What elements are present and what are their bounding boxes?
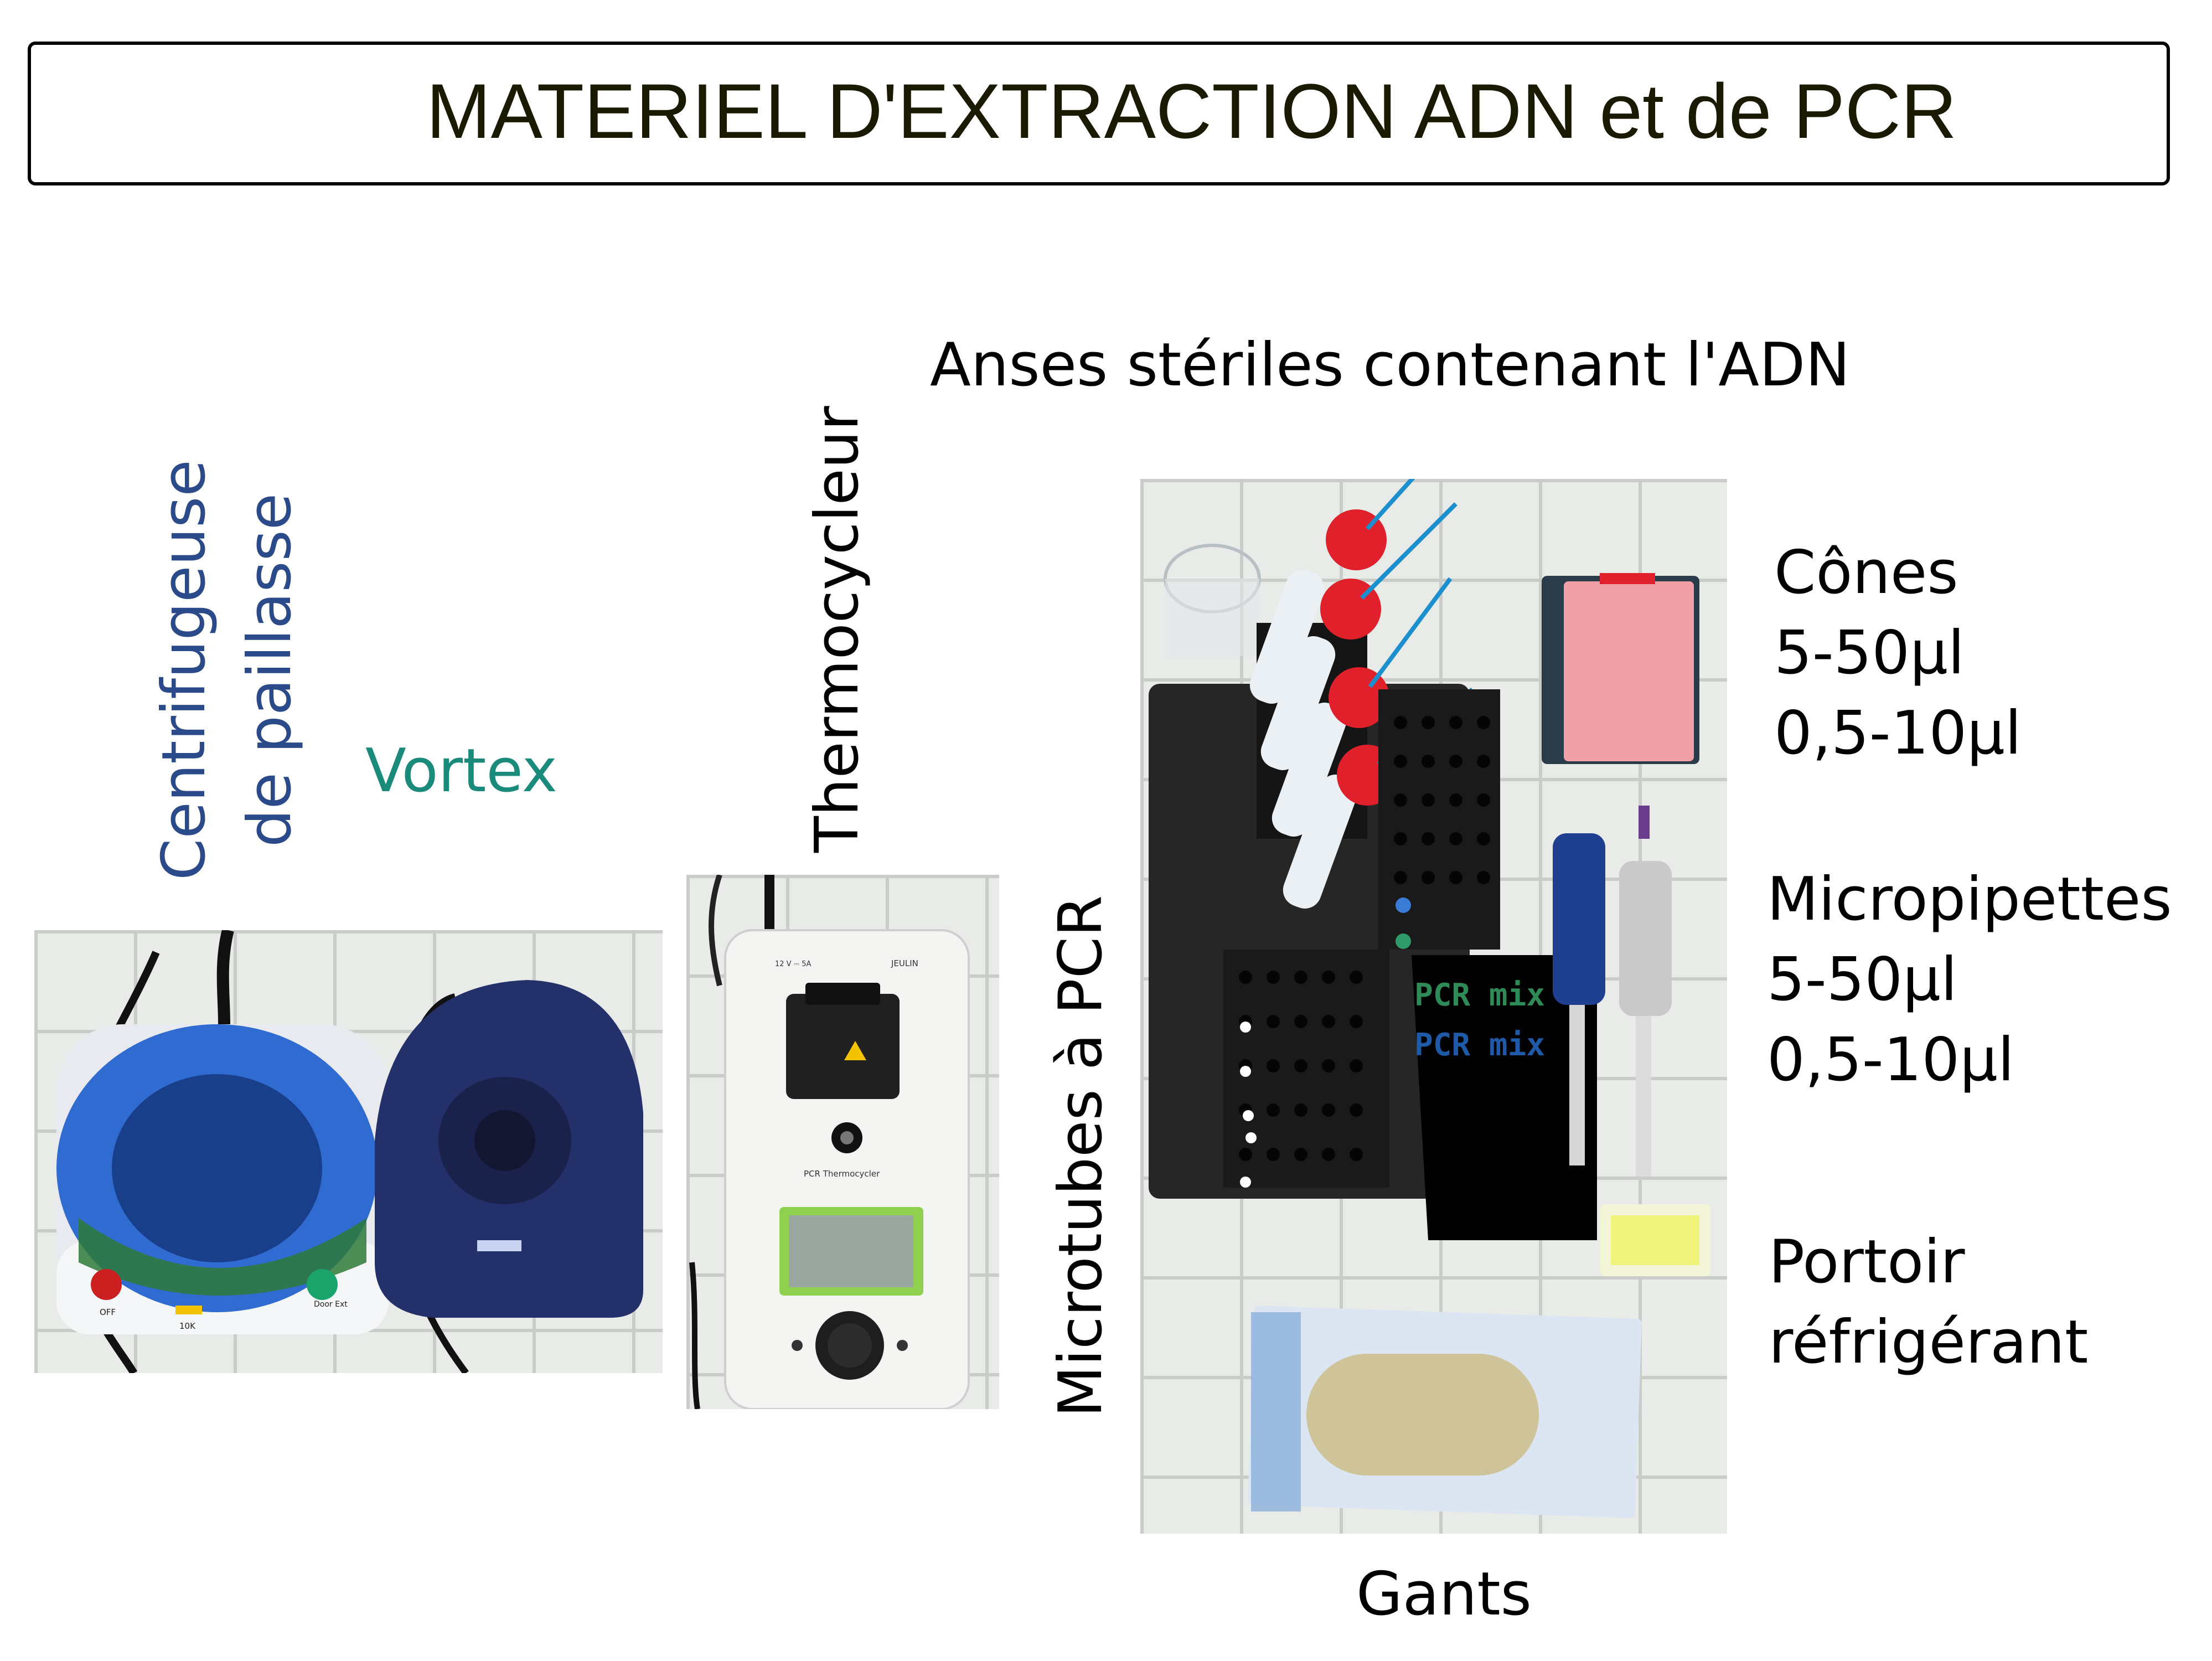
tips-range-1: 5-50µl	[1774, 618, 1965, 688]
vortex-label: Vortex	[365, 736, 557, 806]
off-button-icon	[91, 1269, 122, 1300]
tips-range-2: 0,5-10µl	[1774, 699, 2022, 768]
thermocycler-photo: 12 V ⎓ 5A JEULIN PCR Thermocycler	[686, 875, 999, 1409]
page-title: MATERIEL D'EXTRACTION ADN et de PCR	[426, 68, 1957, 154]
centrifuge-label-line2: de paillasse	[235, 493, 304, 847]
thermocycler-illustration: 12 V ⎓ 5A JEULIN PCR Thermocycler	[689, 875, 970, 1409]
centrifuge-vortex-illustration: OFF 10K Door Ext	[56, 930, 643, 1373]
thermocycler-label: Thermocycleur	[803, 406, 872, 853]
pipettes-range-1: 5-50µl	[1767, 945, 1957, 1014]
power-text: 12 V ⎓ 5A	[775, 960, 811, 968]
pcr-microtubes	[1240, 897, 1411, 1188]
loops-label: Anses stériles contenant l'ADN	[930, 331, 1851, 400]
tips-title: Cônes	[1774, 538, 1958, 607]
model-text: PCR Thermocycler	[804, 1169, 880, 1179]
pipettes-title: Micropipettes	[1767, 865, 2172, 934]
micropipettes	[1553, 806, 1672, 1177]
centrifuge-label-line1: Centrifugeuse	[149, 460, 219, 880]
brand-text: JEULIN	[891, 958, 918, 968]
off-button-text: OFF	[100, 1307, 116, 1317]
warning-icon	[844, 1041, 866, 1060]
gloves-box	[1248, 1306, 1642, 1518]
pipettes-range-2: 0,5-10µl	[1767, 1025, 2014, 1095]
bench-illustration	[1149, 479, 1710, 1518]
title-box	[28, 42, 2170, 185]
rack-label-line1: Portoir	[1769, 1227, 1965, 1297]
bench-photo	[1140, 479, 1727, 1534]
microtube-rack	[1223, 689, 1500, 1188]
door-button-text: Door Ext	[314, 1300, 348, 1309]
rack-label-line2: réfrigérant	[1769, 1308, 2089, 1377]
microtubes-label: Microtubes à PCR	[1046, 895, 1115, 1417]
door-button-icon	[307, 1269, 338, 1300]
sterile-loop-tubes	[1249, 479, 1474, 909]
pcr-mix-green-label: PCR mix	[1414, 977, 1546, 1013]
gloves-label: Gants	[1356, 1560, 1532, 1629]
centrifuge-vortex-photo: OFF 10K Door Ext	[34, 930, 663, 1373]
speed-text: 10K	[179, 1321, 196, 1331]
pcr-mix-blue-label: PCR mix	[1414, 1027, 1546, 1063]
